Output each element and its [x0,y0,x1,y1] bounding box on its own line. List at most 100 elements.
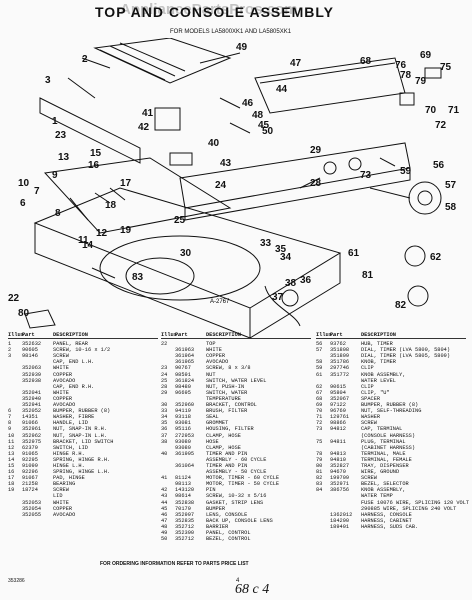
callout-83: 83 [132,272,144,283]
part-number: 90615 [330,383,346,390]
water-level-knob-shape [404,245,426,267]
part-description: COPPER [53,371,73,378]
part-description: SWITCH, LID [53,444,88,451]
callout-41: 41 [142,108,154,119]
part-number: 14351 [22,414,38,421]
part-number: 98480 [175,383,191,390]
part-description: AVOCADO [53,377,76,384]
illus-number: 82 [316,475,323,482]
illus-number: 30 [161,402,168,409]
part-number: 91099 [22,462,38,469]
callout-12: 12 [96,228,108,239]
callout-47: 47 [290,58,302,69]
ordering-note: FOR ORDERING INFORMATION REFER TO PARTS … [100,561,249,567]
part-description: PLUG, TERMINAL [361,438,406,445]
callout-48: 48 [252,110,264,121]
part-number: 352390 [175,530,195,536]
part-number: 94119 [175,408,191,415]
table-row: 352055 AVOCADO [8,512,158,518]
illus-number: 28 [161,383,168,390]
part-number: 352055 [22,511,42,518]
document-number: 353286 [8,578,25,584]
callout-58: 58 [445,202,457,213]
part-description: GROMMET [206,420,229,427]
part-number: 98113 [175,481,191,488]
callout-69: 69 [420,50,432,61]
part-number: 352063 [22,365,42,372]
table-row: CAP, END L.H. [8,359,158,365]
illus-number: 46 [161,511,168,518]
part-description: CAP, END L.H. [53,359,95,366]
callout-9: 9 [52,170,58,181]
part-description: AVOCADO [53,511,76,518]
header-description: DESCRIPTION [53,332,88,338]
part-number: 361965 [175,359,195,366]
illus-number: 3 [8,353,12,360]
illus-number: 36 [161,426,168,433]
illus-number: 37 [161,432,168,439]
part-number: 361824 [175,377,195,384]
callout-44: 44 [276,84,288,95]
part-number: 91066 [22,420,38,427]
part-description: (CABINET HARNESS) [361,444,416,451]
part-description: TRAY, DISPENSER [361,462,409,469]
part-number: 297746 [330,365,350,372]
part-description: HANDLE, LID [53,420,88,427]
console-back-shape [39,97,141,164]
part-number: 189401 [330,523,350,530]
illus-number: 6 [8,408,12,415]
part-number: 361963 [175,347,195,354]
page-title: TOP AND CONSOLE ASSEMBLY [95,4,334,20]
part-description: BACK UP, CONSOLE LENS [206,517,273,524]
illus-number: 13 [8,450,15,457]
part-description: COPPER [53,395,73,402]
callout-81: 81 [362,270,374,281]
page-number: 4 [236,578,240,584]
part-description: KNOB, TIMER [361,359,396,366]
part-number: 98614 [175,493,191,500]
part-description: HARNESS, CONSOLE [361,511,412,518]
part-description: WIRE, GROUND [361,469,400,476]
part-number: 352997 [175,511,195,518]
part-number: 361964 [175,353,195,360]
illus-number: 43 [161,493,168,500]
illus-number: 50 [161,536,168,543]
header-part: Part [175,332,188,338]
illus-number: 15 [8,462,15,469]
part-number: 81124 [175,475,191,482]
part-number: 93081 [175,420,191,427]
part-description: HOUSING, FILTER [206,426,254,433]
table-row: LID [8,493,158,499]
part-description: NUT, SNAP-IN R.H. [53,426,108,433]
part-description: WHITE [53,365,69,372]
illus-number: 1 [8,341,12,348]
callout-35: 35 [275,244,287,255]
part-number: 21258 [22,481,38,488]
header-description: DESCRIPTION [206,332,241,338]
part-description: PIN [206,487,216,494]
callout-7: 7 [34,186,40,197]
part-number: 352941 [22,402,42,409]
part-number: 352067 [330,395,350,402]
part-description: CLIP, "U" [361,389,390,396]
table-row: (CABINET HARNESS) [316,445,466,451]
illus-number: 49 [161,530,168,536]
callout-16: 16 [88,160,100,171]
callout-10: 10 [18,178,30,189]
part-description: TIMER AND PIN [206,450,248,457]
part-description: CLAMP, HOSE [206,432,241,439]
part-number: 352041 [22,389,42,396]
callout-49: 49 [236,42,248,53]
part-number: 93118 [175,414,191,421]
